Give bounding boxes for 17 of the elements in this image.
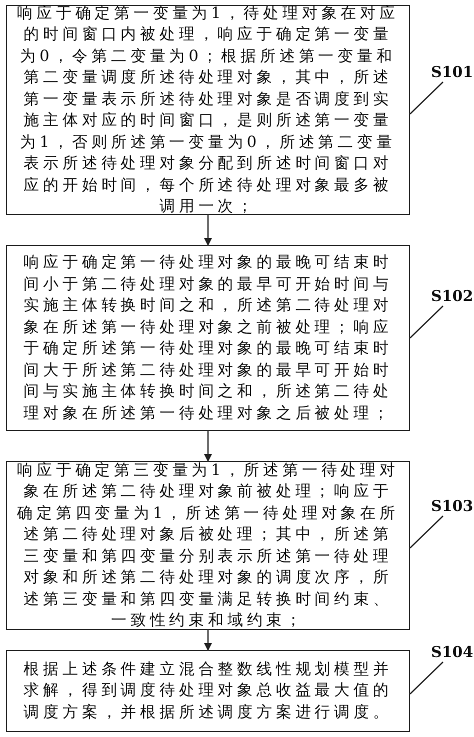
step-text: 响应于确定第一待处理对象的最晚可结束时间小于第二待处理对象的最早可开始时间与实施主体转换时间之和，所述第二待处理对象在所述第一待处理对象之前被处理；响应于确定所述第一待处理对象的最晚可结束时间大于所述第二待处理对象的最早可开始时间与实施主体转换时间之和，所述第二待处理对象在所述第一待处理对象之后被处理； — [22, 252, 394, 424]
leader-line — [410, 82, 444, 114]
step-text: 根据上述条件建立混合整数线性规划模型并求解，得到调度待处理对象总收益最大值的调度方案，并根据所述调度方案进行调度。 — [22, 658, 394, 723]
leader-line — [410, 306, 444, 338]
step-label: S102 — [431, 287, 474, 305]
process-box — [6, 650, 410, 732]
step-text: 响应于确定第一变量为1，待处理对象在对应的时间窗口内被处理，响应于确定第一变量为0，令第二变量为0；根据所述第一变量和第二变量调度所述待处理对象，其中，所述第一变量表示所述待处理对象是否调度到实施主体对应的时间窗口，是则所述第一变量为1，否则所述第一变量为0，所述第二变量表示所述待处理对象分配到所述时间窗口对应的开始时间，每个所述待处理对象最多被调用一次； — [16, 2, 400, 217]
leader-line — [410, 516, 444, 548]
arrow — [204, 630, 212, 651]
arrow — [204, 215, 212, 246]
step-label: S104 — [431, 643, 474, 661]
process-box — [6, 245, 410, 431]
arrow — [204, 431, 212, 462]
step-label: S101 — [431, 63, 474, 81]
step-text: 响应于确定第三变量为1，所述第一待处理对象在所述第二待处理对象前被处理；响应于确定第四变量为1，所述第一待处理对象在所述第二待处理对象后被处理；其中，所述第三变量和第四变量分别表示所述第一待处理对象和所述第二待处理对象的调度次序，所述第三变量和第四变量满足转换时间约束、一致性约束和域约束； — [16, 460, 400, 631]
step-label: S103 — [431, 497, 474, 515]
leader-line — [410, 662, 444, 694]
